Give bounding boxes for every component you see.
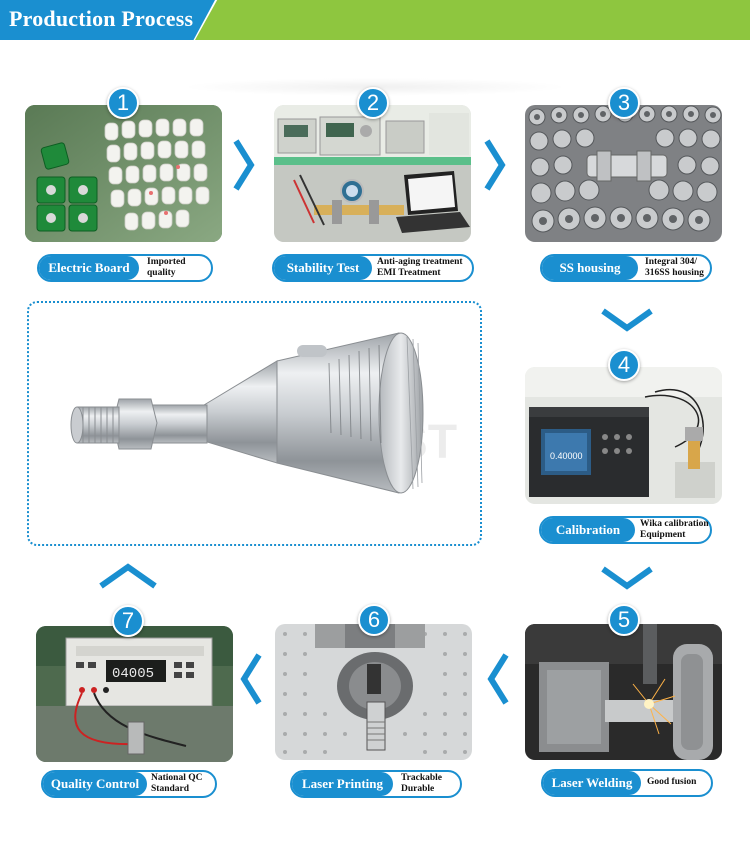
step-note: Anti-aging treatment EMI Treatment — [377, 257, 463, 278]
step-label-quality-control: Quality Control National QC Standard — [41, 770, 217, 798]
chevron-right-icon — [484, 139, 506, 191]
header-green-band — [195, 0, 750, 40]
calibrator-reading: 0.40000 — [550, 451, 583, 461]
photo-laser-welding — [525, 624, 722, 760]
step-number-badge: 2 — [357, 87, 389, 119]
header-blue-band — [0, 0, 215, 40]
step-note: Good fusion — [647, 777, 697, 787]
step-number-badge: 6 — [358, 604, 390, 636]
step-title: Calibration — [541, 518, 635, 542]
step-label-laser-printing: Laser Printing Trackable Durable — [290, 770, 462, 798]
step-number-badge: 3 — [608, 87, 640, 119]
step-label-electric-board: Electric Board Imported quality — [37, 254, 213, 282]
photo-ss-housing — [525, 105, 722, 242]
step-title: Stability Test — [274, 256, 372, 280]
header-banner: Production Process — [0, 0, 750, 40]
step-label-ss-housing: SS housing Integral 304/ 316SS housing — [540, 254, 712, 282]
photo-stability-test — [274, 105, 471, 242]
chevron-down-icon — [601, 566, 653, 590]
chevron-up-icon — [99, 563, 157, 589]
photo-electric-board — [25, 105, 222, 242]
step-label-calibration: Calibration Wika calibration Equipment — [539, 516, 712, 544]
step-note: Integral 304/ 316SS housing — [645, 257, 704, 278]
step-number-badge: 7 — [112, 605, 144, 637]
photo-quality-control: 04005 — [36, 626, 233, 762]
step-title: Laser Welding — [543, 771, 641, 795]
chevron-down-icon — [601, 308, 653, 332]
step-note: Imported quality — [147, 257, 186, 278]
multimeter-reading: 04005 — [112, 666, 154, 682]
step-label-laser-welding: Laser Welding Good fusion — [541, 769, 713, 797]
step-number-badge: 5 — [608, 604, 640, 636]
step-title: Electric Board — [39, 256, 139, 280]
step-title: SS housing — [542, 256, 638, 280]
product-frame: BEST — [27, 301, 482, 546]
step-title: Quality Control — [43, 772, 147, 796]
step-note: Wika calibration Equipment — [640, 519, 709, 540]
step-number-badge: 1 — [107, 87, 139, 119]
step-label-stability-test: Stability Test Anti-aging treatment EMI … — [272, 254, 474, 282]
chevron-left-icon — [487, 653, 509, 705]
photo-laser-printing — [275, 624, 472, 760]
step-note: National QC Standard — [151, 773, 203, 794]
pressure-transmitter-image: BEST — [70, 332, 457, 494]
chevron-right-icon — [233, 139, 255, 191]
chevron-left-icon — [240, 653, 262, 705]
step-note: Trackable Durable — [401, 773, 442, 794]
step-title: Laser Printing — [292, 772, 393, 796]
photo-calibration: 0.40000 — [525, 367, 722, 504]
page-title: Production Process — [9, 6, 194, 31]
step-number-badge: 4 — [608, 349, 640, 381]
